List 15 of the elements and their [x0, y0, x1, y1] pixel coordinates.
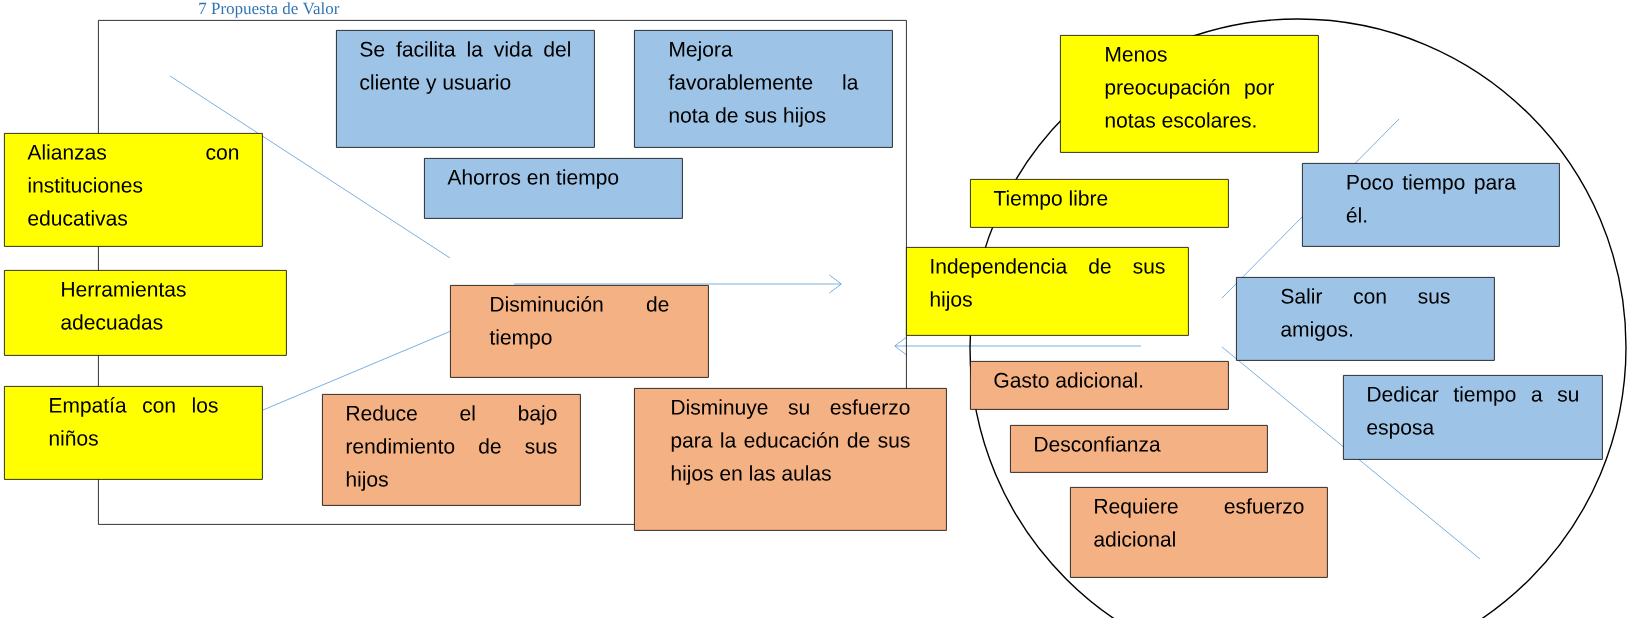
text-box: Salir con sus amigos.: [1236, 277, 1495, 361]
connector-line: [262, 331, 451, 411]
text-box: Disminuye su esfuerzo para la educación de sus hijos en las aulas: [634, 388, 947, 531]
text-box: Mejora favorablemente la nota de sus hijos: [634, 30, 893, 148]
text-box: Ahorros en tiempo: [424, 158, 683, 219]
text-box: Disminución de tiempo: [450, 285, 709, 378]
text-box: Empatía con los niños: [4, 386, 263, 480]
text-box: Se facilita la vida del cliente y usuario: [336, 30, 595, 148]
text-box: Poco tiempo para él.: [1302, 163, 1560, 247]
text-box: Desconfianza: [1010, 425, 1268, 473]
text-box: Reduce el bajo rendimiento de sus hijos: [322, 394, 581, 506]
text-box: Independencia de sus hijos: [906, 247, 1189, 336]
title: 7 Propuesta de Valor: [199, 2, 340, 18]
text-box: Herramientas adecuadas: [4, 270, 287, 356]
text-box: Alianzas con instituciones educativas: [4, 133, 263, 247]
